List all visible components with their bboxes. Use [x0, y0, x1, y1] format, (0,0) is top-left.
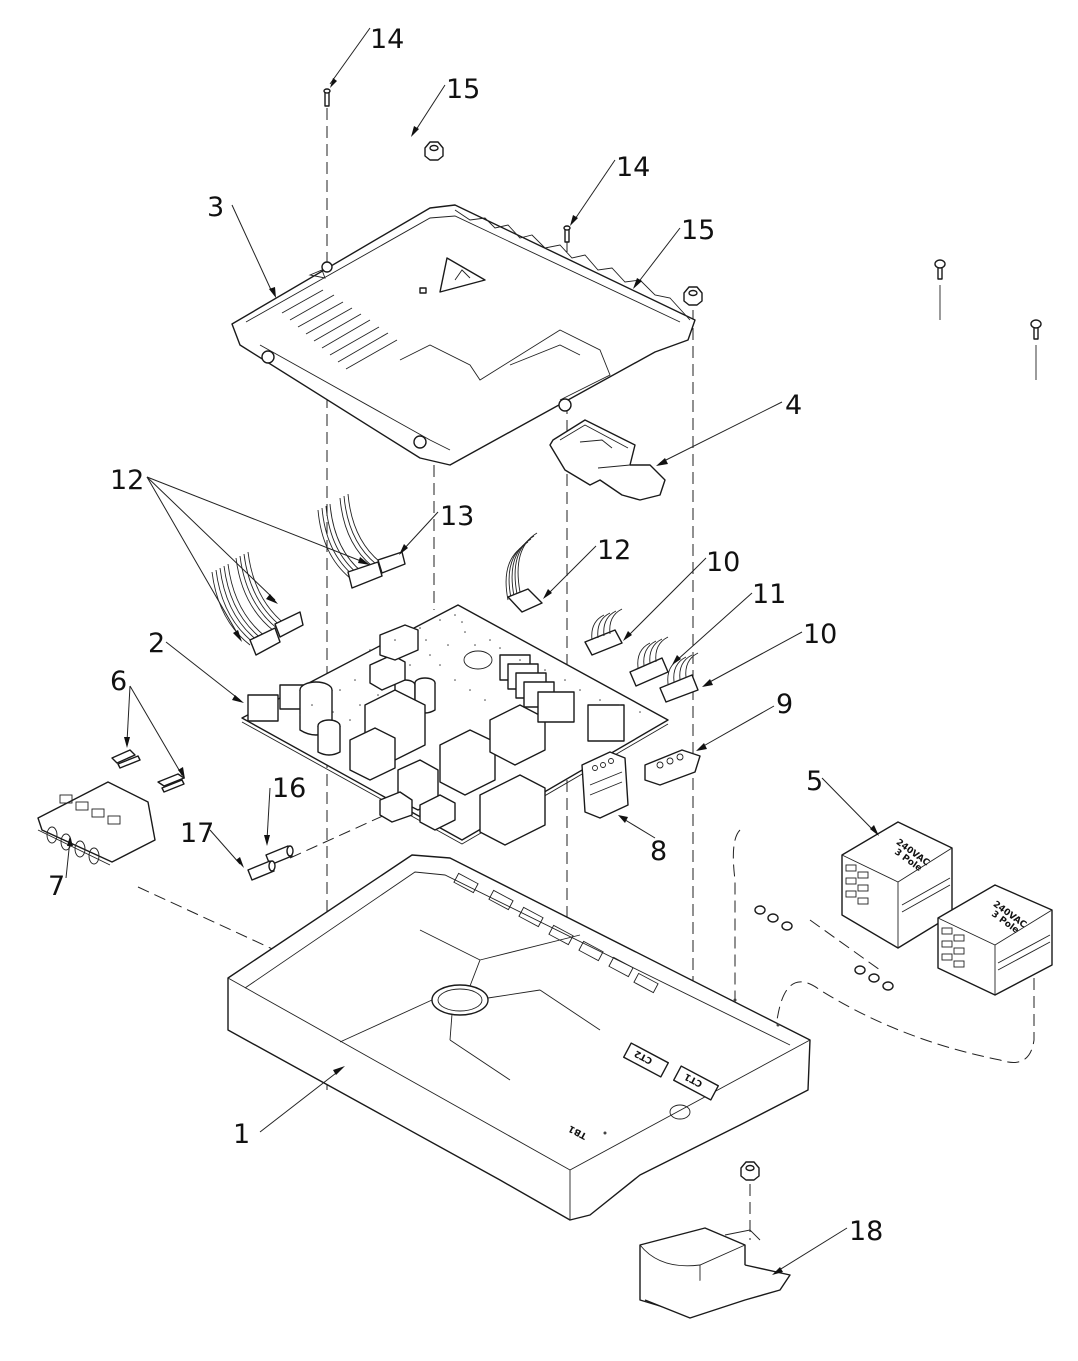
transformer-nut[interactable]: [740, 1161, 760, 1181]
leader-lines: [65, 27, 879, 1275]
callout-12-right: 12: [597, 535, 631, 566]
alignment-line-relay-wire-b: [774, 960, 1035, 1063]
relay-block-part-5-b[interactable]: 240VAC 3 Pole: [937, 884, 1053, 996]
callout-1: 1: [233, 1119, 250, 1150]
ct2-pad: CT2: [623, 1042, 669, 1078]
ring-terminals[interactable]: [754, 905, 894, 991]
fuse-part-17[interactable]: [247, 860, 276, 881]
ct1-pad: CT1: [673, 1065, 719, 1101]
ribbon-harness-part-12-13-mid[interactable]: [317, 493, 406, 589]
callout-12-left: 12: [110, 465, 144, 496]
callout-15-right: 15: [681, 215, 715, 246]
connector-bracket-part[interactable]: [549, 419, 666, 501]
plug-connector-part-8[interactable]: [581, 751, 629, 819]
nut-part-15-top[interactable]: [424, 141, 444, 161]
cover-part[interactable]: [231, 204, 696, 466]
callout-13: 13: [440, 501, 474, 532]
hazard-warning-icon: [439, 257, 486, 293]
harness-connector-part-10-b[interactable]: [659, 652, 699, 703]
callout-9: 9: [776, 689, 793, 720]
terminal-screws-part-6[interactable]: [111, 749, 185, 793]
callout-15-top: 15: [446, 74, 480, 105]
callout-8: 8: [650, 836, 667, 867]
base-tray-part[interactable]: CT2 CT1 TB1: [227, 854, 811, 1221]
control-board-part[interactable]: [241, 604, 669, 846]
callout-3: 3: [207, 192, 224, 223]
callout-11: 11: [752, 579, 786, 610]
callout-17: 17: [180, 818, 214, 849]
board-texture: [299, 614, 641, 721]
callout-numbers: 14 15 3 14 15 4 12 13 12 10 11 10 2 6 9 …: [48, 24, 883, 1247]
callout-16: 16: [272, 773, 306, 804]
callout-4: 4: [785, 390, 802, 421]
cover-indicator: [419, 287, 427, 294]
alignment-line-relay-wire-c: [809, 919, 881, 971]
transformer-part-18[interactable]: [639, 1227, 791, 1319]
callout-5: 5: [806, 766, 823, 797]
callout-6: 6: [110, 666, 127, 697]
callout-14-right: 14: [616, 152, 650, 183]
alignment-line-relay-wire-a: [732, 829, 741, 1000]
ribbon-harness-part-12-left[interactable]: [211, 551, 304, 656]
ribbon-harness-part-12-right[interactable]: [505, 532, 543, 613]
callout-10-upper: 10: [706, 547, 740, 578]
harness-connector-part-10-a[interactable]: [584, 608, 623, 656]
relay-block-part-5-a[interactable]: 240VAC 3 Pole: [841, 821, 953, 949]
relay-screw-a[interactable]: [934, 259, 946, 280]
terminal-block-part-7[interactable]: [37, 781, 156, 866]
callout-14-left: 14: [370, 24, 404, 55]
screw-part-14-left[interactable]: [323, 88, 331, 107]
callout-2: 2: [148, 628, 165, 659]
callout-7: 7: [48, 871, 65, 902]
nut-part-15-right[interactable]: [683, 286, 703, 306]
wire-connector-part-9[interactable]: [644, 749, 701, 786]
callout-18: 18: [849, 1216, 883, 1247]
relay-screw-b[interactable]: [1030, 319, 1042, 340]
callout-10-lower: 10: [803, 619, 837, 650]
harness-connector-part-11[interactable]: [629, 636, 669, 687]
screw-part-14-right[interactable]: [563, 225, 571, 243]
